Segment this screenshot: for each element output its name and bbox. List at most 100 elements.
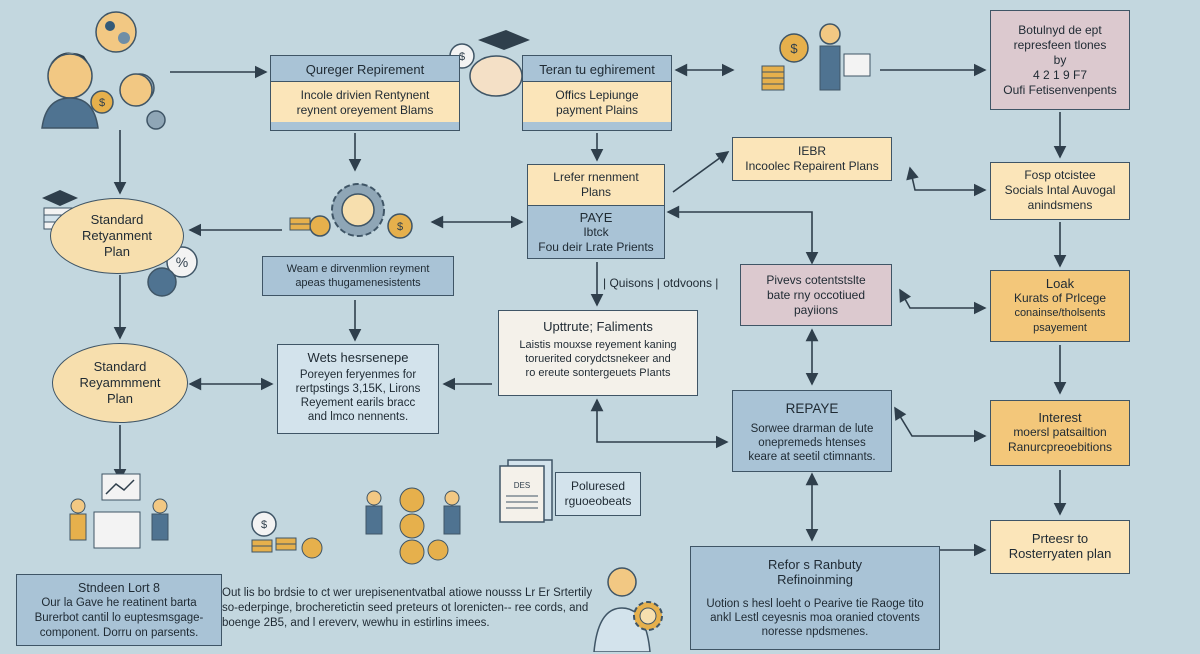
- look-line1: Loak: [1045, 276, 1075, 291]
- pivers-line1: Pivevs cotentstslte: [766, 273, 866, 287]
- coins-person-illustration: $: [761, 23, 871, 91]
- paye-line1: Ibtck: [583, 225, 609, 239]
- standard-plan-oval-1[interactable]: Standard Retyanment Plan: [50, 198, 184, 274]
- thinking-person-illustration: $: [41, 11, 166, 130]
- interest-line2: moersl patsailtion: [1013, 425, 1107, 439]
- refi-title: Refor s Ranbuty: [768, 557, 862, 572]
- webs-line1: Poreyen feryenmes for: [299, 369, 417, 381]
- svg-text:$: $: [99, 97, 105, 109]
- prefer-line1: Prteesr to: [1031, 531, 1089, 546]
- standard-note-line3: component. Dorru on parsents.: [39, 627, 199, 639]
- svg-text:$: $: [459, 51, 465, 63]
- repayment-plan-title: Qureger Repirement: [271, 56, 459, 82]
- repaye-line1: Sorwee drarman de lute: [750, 423, 874, 435]
- document-note-box[interactable]: Botulnyd de ept represfeen tlones by 4 2…: [990, 10, 1130, 110]
- update-line1: Laistis mouxse reyement kaning: [519, 339, 677, 351]
- interest-line3: Ranurcpreoebitions: [1007, 440, 1113, 454]
- svg-text:$: $: [397, 221, 403, 233]
- update-title: Upttrute; Faliments: [543, 319, 653, 334]
- refi-line1: Uotion s hesl loeht o Pearive tie Raoge …: [706, 598, 924, 610]
- update-payments-box[interactable]: Upttrute; Faliments Laistis mouxse reyem…: [498, 310, 698, 396]
- webs-title: Wets hesrsenepe: [307, 350, 409, 365]
- oval1-line1: Standard: [90, 212, 144, 227]
- update-line3: ro ereute sontergeuets PIants: [525, 367, 671, 379]
- svg-text:$: $: [261, 519, 267, 531]
- oval2-line2: Reyammment: [79, 375, 161, 390]
- repaye-title: REPAYE: [785, 401, 839, 416]
- prefer-plan-box[interactable]: Prteesr to Rosterryaten plan: [990, 520, 1130, 574]
- fosp-box[interactable]: Fosp otcistee Socials Intal Auvogal anin…: [990, 162, 1130, 220]
- refi-title2: Refinoinming: [777, 572, 853, 587]
- svg-text:$: $: [790, 41, 798, 56]
- ibr-line1: Incoolec Repairent Plans: [745, 159, 879, 173]
- bottom-center-note: Out lis bo brdsie to ct wer urepisenentv…: [222, 586, 596, 631]
- repaye-line2: onepremeds htenses: [758, 437, 866, 449]
- paye-title: PAYE: [579, 210, 613, 225]
- weas-note-box[interactable]: Weam e dirvenmlion reyment apeas thugame…: [262, 256, 454, 296]
- policy-document-icon: DES: [499, 459, 553, 523]
- document-note-line1: Botulnyd de ept: [1018, 23, 1102, 37]
- update-line2: toruerited corydctsnekeer and: [525, 353, 671, 365]
- policy-line2: rguoeobeats: [564, 494, 632, 508]
- people-coins-illustration: [365, 487, 461, 565]
- policy-title: Poluresed: [570, 479, 626, 493]
- standard-note-line1: Our la Gave he reatinent barta: [41, 597, 197, 609]
- lefer-title: Lrefer rnenment: [553, 170, 639, 184]
- document-note-line5: Oufi Fetisenvenpents: [1003, 83, 1117, 97]
- pivers-line3: payiions: [793, 303, 839, 317]
- repayment-plan-box[interactable]: Qureger Repirement Incole drivien Rentyn…: [270, 55, 460, 131]
- team-chart-illustration: [69, 473, 169, 549]
- pivers-line2: bate rny occotiued: [766, 288, 866, 302]
- look-line2: Kurats of Prlcege: [1013, 291, 1107, 305]
- bottom-center-line3: ree cords, and boenge 2B5, and l ereverv…: [222, 602, 589, 629]
- ibr-plan-box[interactable]: IEBR Incoolec Repairent Plans: [732, 137, 892, 181]
- graduation-piggybank-illustration: $: [449, 30, 530, 97]
- policy-note-box[interactable]: Poluresed rguoeobeats: [555, 472, 641, 516]
- fosp-line3: anindsmens: [1027, 198, 1093, 212]
- repaye-line3: keare at seetil ctimnants.: [748, 451, 876, 463]
- fosp-line1: Fosp otcistee: [1024, 168, 1096, 182]
- options-label: | Quisons | otdvoons |: [603, 276, 719, 290]
- lefer-paye-box[interactable]: Lrefer rnenment Plans PAYE Ibtck Fou dei…: [527, 164, 665, 259]
- webs-details-box[interactable]: Wets hesrsenepe Poreyen feryenmes for re…: [277, 344, 439, 434]
- webs-line4: and lmco nennents.: [307, 411, 409, 423]
- percent-glyph: %: [176, 254, 188, 270]
- refi-line3: noresse npdsmenes.: [761, 626, 869, 638]
- ibr-title: IEBR: [797, 144, 826, 158]
- document-note-line3: by: [1053, 53, 1067, 67]
- standard-plan-oval-2[interactable]: Standard Reyammment Plan: [52, 343, 188, 423]
- repayment-plan-line1: Incole drivien Rentynent: [300, 88, 430, 102]
- weas-line2: apeas thugamenesistents: [295, 277, 421, 289]
- document-note-line4: 4 2 1 9 F7: [1032, 68, 1088, 82]
- bottom-center-line1: Out lis bo brdsie to ct wer urepisenentv…: [222, 587, 550, 599]
- term-requirement-line1: Offics Lepiunge: [555, 88, 639, 102]
- bottom-center-line2: Srtertily so-ederpinge, brocheretictin s…: [222, 587, 593, 614]
- term-requirement-box[interactable]: Teran tu eghirement Offics Lepiunge paym…: [522, 55, 672, 131]
- document-note-line2: represfeen tlones: [1013, 38, 1107, 52]
- refinancing-box[interactable]: Refor s Ranbuty Refinoinming Uotion s he…: [690, 546, 940, 650]
- oval1-line2: Retyanment: [81, 228, 153, 243]
- refi-line2: ankl Lestl ceyesnis moa oranied ctovents: [710, 612, 920, 624]
- look-box[interactable]: Loak Kurats of Prlcege conainse/tholsent…: [990, 270, 1130, 342]
- paye-line2: Fou deir Lrate Prients: [538, 240, 654, 254]
- term-requirement-title: Teran tu eghirement: [523, 56, 671, 82]
- interest-box[interactable]: Interest moersl patsailtion Ranurcpreoeb…: [990, 400, 1130, 466]
- look-line3: conainse/tholsents: [1014, 307, 1106, 319]
- policy-doc-label: DES: [514, 481, 530, 490]
- gear-coins-illustration: $: [289, 183, 413, 239]
- oval1-line3: Plan: [103, 244, 131, 259]
- weas-line1: Weam e dirvenmlion reyment: [286, 263, 430, 275]
- fosp-line2: Socials Intal Auvogal: [1004, 183, 1116, 197]
- look-line4: psayement: [1033, 322, 1087, 334]
- repaye-box[interactable]: REPAYE Sorwee drarman de lute onepremeds…: [732, 390, 892, 472]
- standard-note-box[interactable]: Stndeen Lort 8 Our la Gave he reatinent …: [16, 574, 222, 646]
- coin-stack-illustration: $: [251, 511, 323, 559]
- pivers-box[interactable]: Pivevs cotentstslte bate rny occotiued p…: [740, 264, 892, 326]
- webs-line2: rertpstings 3,15K, Lirons: [295, 383, 421, 395]
- repayment-plan-line2: reynent oreyement Blams: [296, 103, 434, 117]
- term-requirement-line2: payment Plains: [555, 103, 639, 117]
- standard-note-title: Stndeen Lort 8: [77, 581, 160, 595]
- webs-line3: Reyement earils bracc: [300, 397, 416, 409]
- lefer-title2: Plans: [580, 185, 612, 199]
